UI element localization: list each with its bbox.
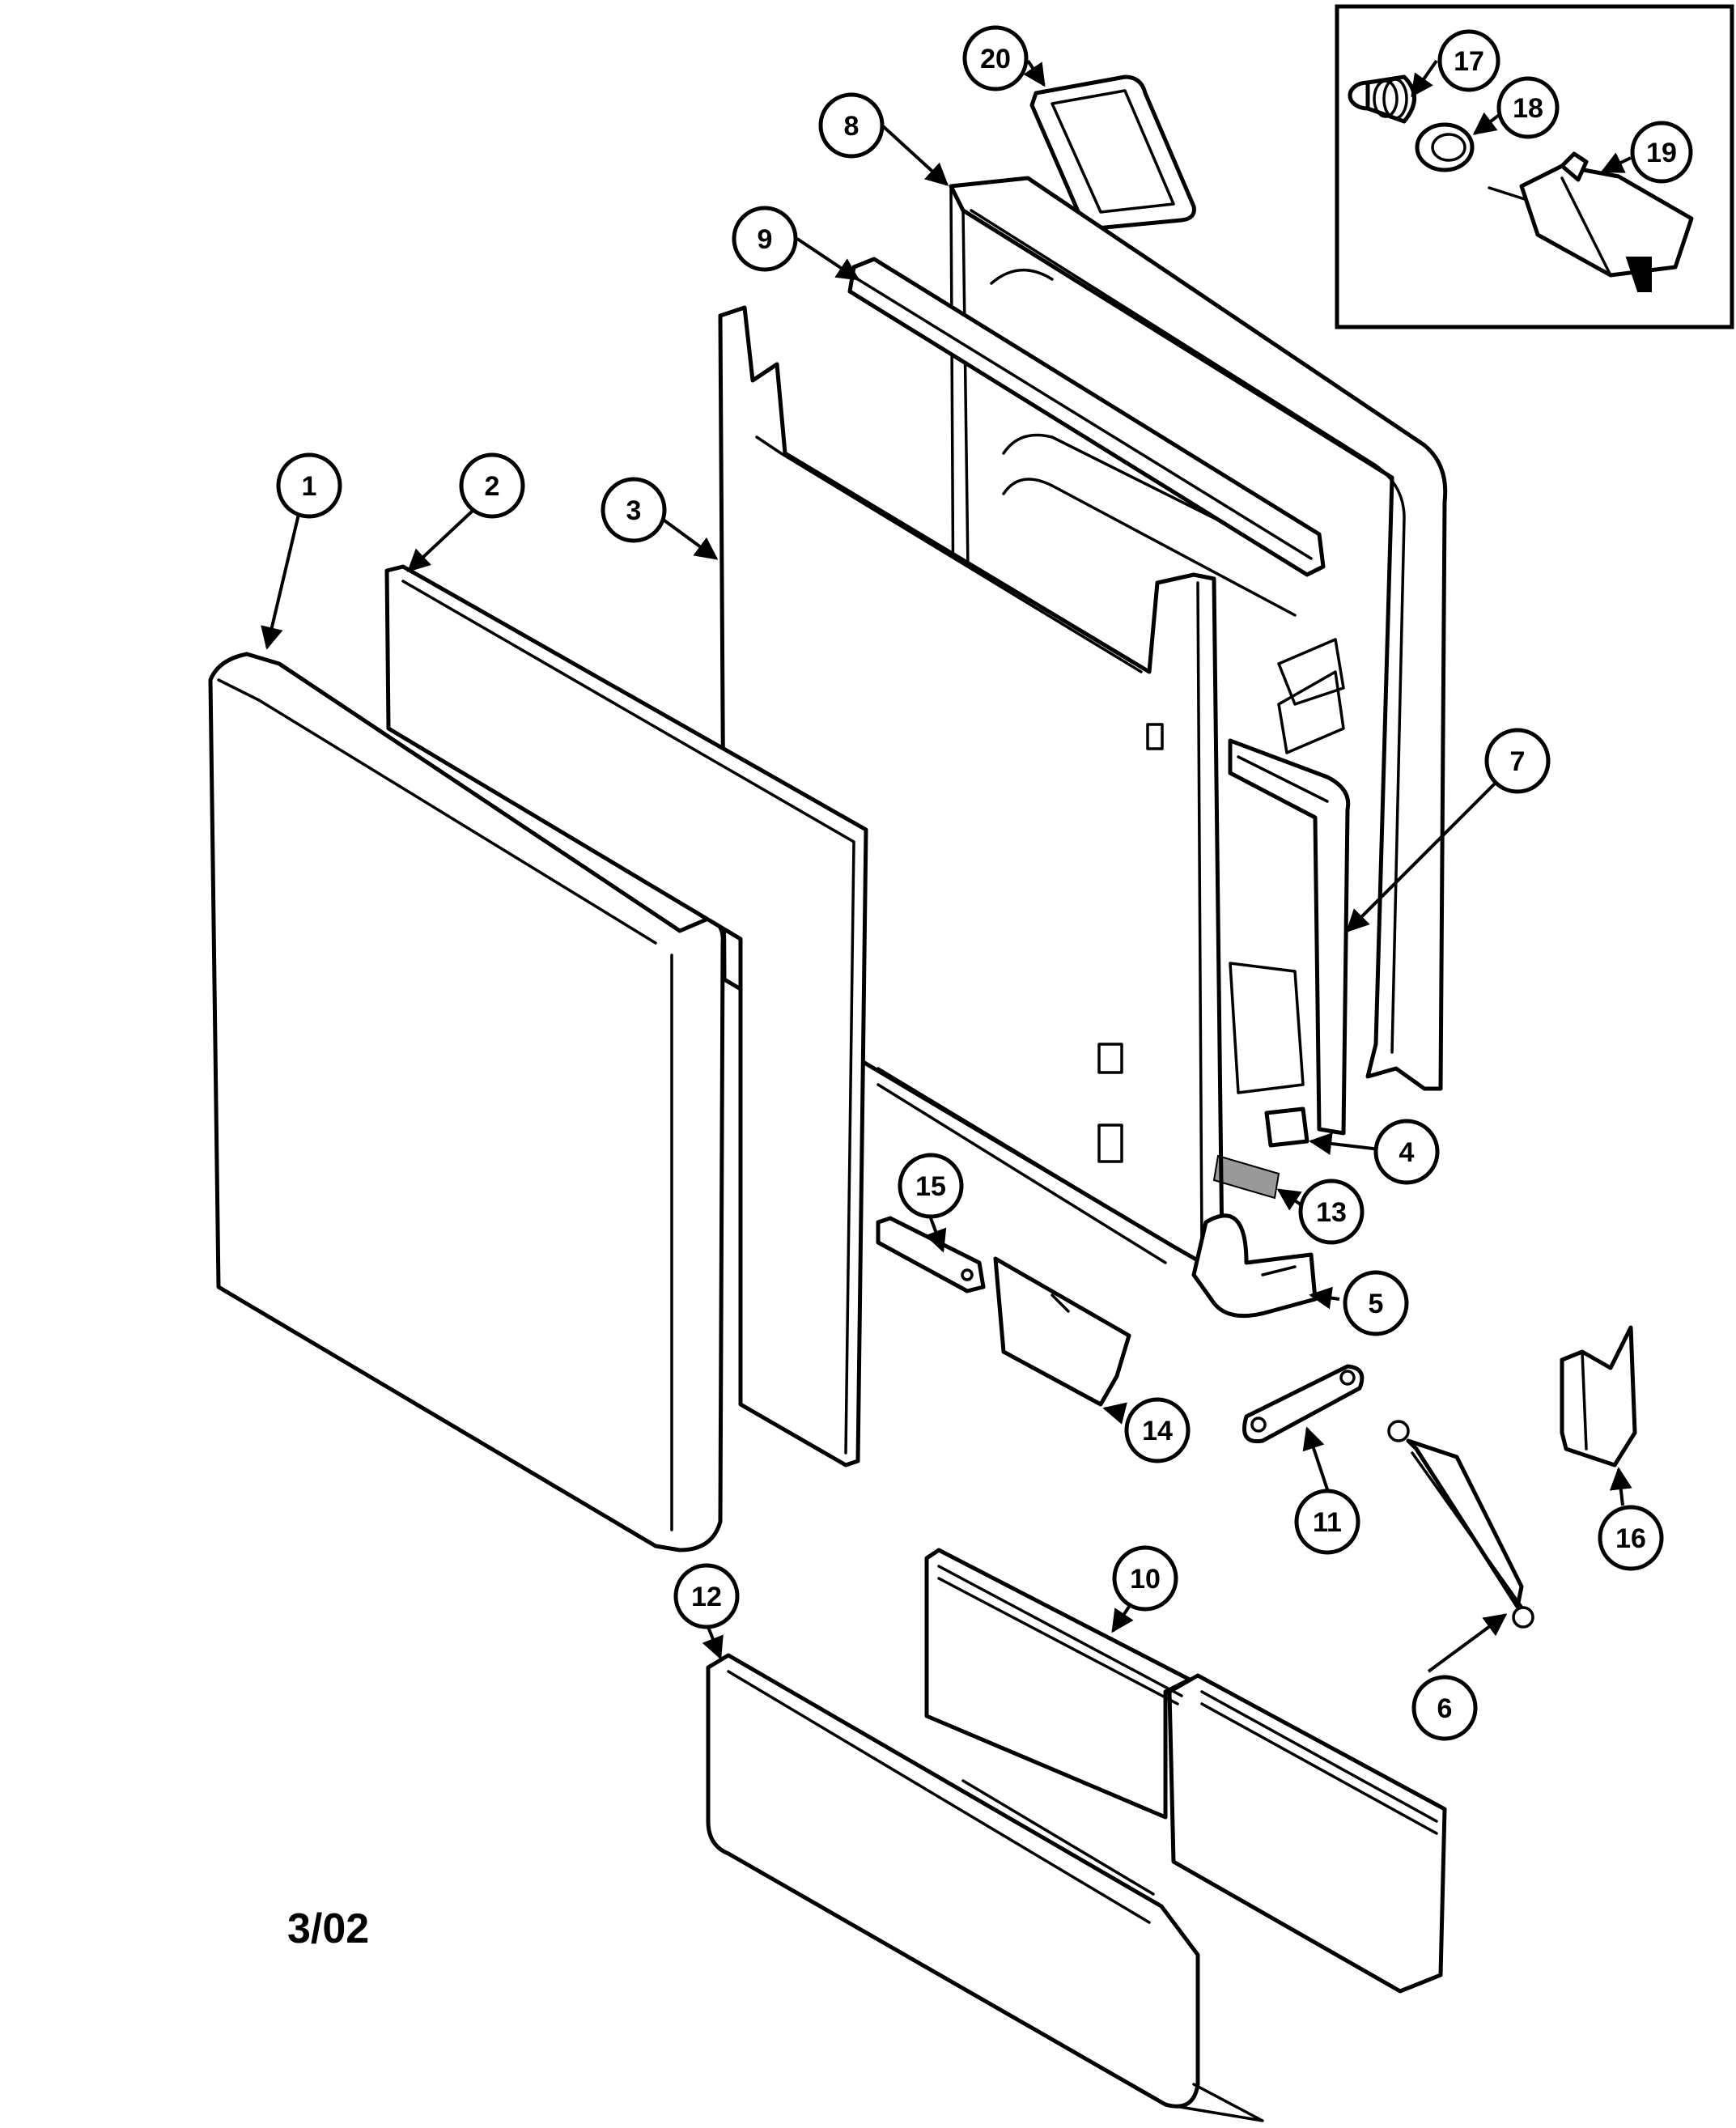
callout-7: 7 xyxy=(1484,728,1551,794)
callout-1: 1 xyxy=(276,452,342,519)
part-12-trim[interactable] xyxy=(706,1653,1264,2122)
part-16-bracket[interactable] xyxy=(1560,1325,1637,1468)
callout-4: 4 xyxy=(1373,1119,1440,1185)
svg-text:3: 3 xyxy=(626,495,642,526)
part-14-plate[interactable] xyxy=(993,1256,1131,1407)
part-17-knob[interactable] xyxy=(1348,74,1416,124)
svg-text:10: 10 xyxy=(1130,1564,1161,1595)
callout-12: 12 xyxy=(673,1563,740,1629)
svg-text:16: 16 xyxy=(1615,1523,1646,1554)
part-15-bracket[interactable] xyxy=(876,1216,986,1293)
callout-17: 17 xyxy=(1437,29,1500,92)
callout-2: 2 xyxy=(459,452,525,519)
part-4-clip[interactable] xyxy=(1264,1106,1309,1148)
callout-14: 14 xyxy=(1124,1397,1191,1463)
part-5-hinge[interactable] xyxy=(1191,1213,1318,1319)
part-19-switch[interactable] xyxy=(1488,151,1694,292)
callout-3: 3 xyxy=(601,477,667,543)
part-9-top-rail[interactable] xyxy=(847,257,1326,577)
part-18-ring[interactable] xyxy=(1415,122,1475,172)
svg-text:1: 1 xyxy=(302,471,317,502)
svg-text:14: 14 xyxy=(1142,1416,1173,1446)
svg-text:11: 11 xyxy=(1313,1507,1342,1538)
svg-text:2: 2 xyxy=(485,471,500,502)
svg-text:20: 20 xyxy=(980,44,1011,74)
callout-9: 9 xyxy=(732,206,798,272)
svg-text:19: 19 xyxy=(1646,138,1677,168)
svg-text:15: 15 xyxy=(915,1171,946,1202)
date-code: 3/02 xyxy=(287,1905,369,1952)
svg-text:7: 7 xyxy=(1510,746,1526,777)
callout-18: 18 xyxy=(1496,76,1560,139)
part-6-spring[interactable] xyxy=(1387,1420,1534,1629)
callout-19: 19 xyxy=(1630,121,1693,184)
callout-6: 6 xyxy=(1411,1675,1478,1741)
callout-15: 15 xyxy=(898,1153,964,1219)
part-10-insulation[interactable] xyxy=(924,1548,1447,1994)
leader-lines xyxy=(261,59,1632,1673)
svg-text:5: 5 xyxy=(1369,1289,1384,1319)
callout-8: 8 xyxy=(818,92,885,159)
svg-text:6: 6 xyxy=(1437,1693,1453,1724)
part-13-pad[interactable] xyxy=(1212,1154,1280,1200)
svg-text:8: 8 xyxy=(844,111,860,142)
callout-16: 16 xyxy=(1598,1505,1664,1571)
svg-text:12: 12 xyxy=(691,1582,722,1612)
svg-text:17: 17 xyxy=(1454,46,1484,77)
callout-11: 11 xyxy=(1294,1489,1360,1555)
callout-10: 10 xyxy=(1112,1545,1178,1612)
part-2-inner-panel[interactable] xyxy=(384,564,868,1468)
svg-text:13: 13 xyxy=(1316,1197,1347,1228)
svg-text:4: 4 xyxy=(1399,1137,1415,1168)
callout-5: 5 xyxy=(1343,1270,1409,1336)
callout-20: 20 xyxy=(962,25,1029,91)
svg-text:9: 9 xyxy=(758,224,773,255)
callout-13: 13 xyxy=(1298,1179,1365,1245)
part-1-outer-panel[interactable] xyxy=(208,652,725,1552)
svg-text:18: 18 xyxy=(1513,93,1543,124)
part-7-gasket[interactable] xyxy=(1228,738,1351,1136)
part-11-link[interactable] xyxy=(1242,1364,1365,1444)
